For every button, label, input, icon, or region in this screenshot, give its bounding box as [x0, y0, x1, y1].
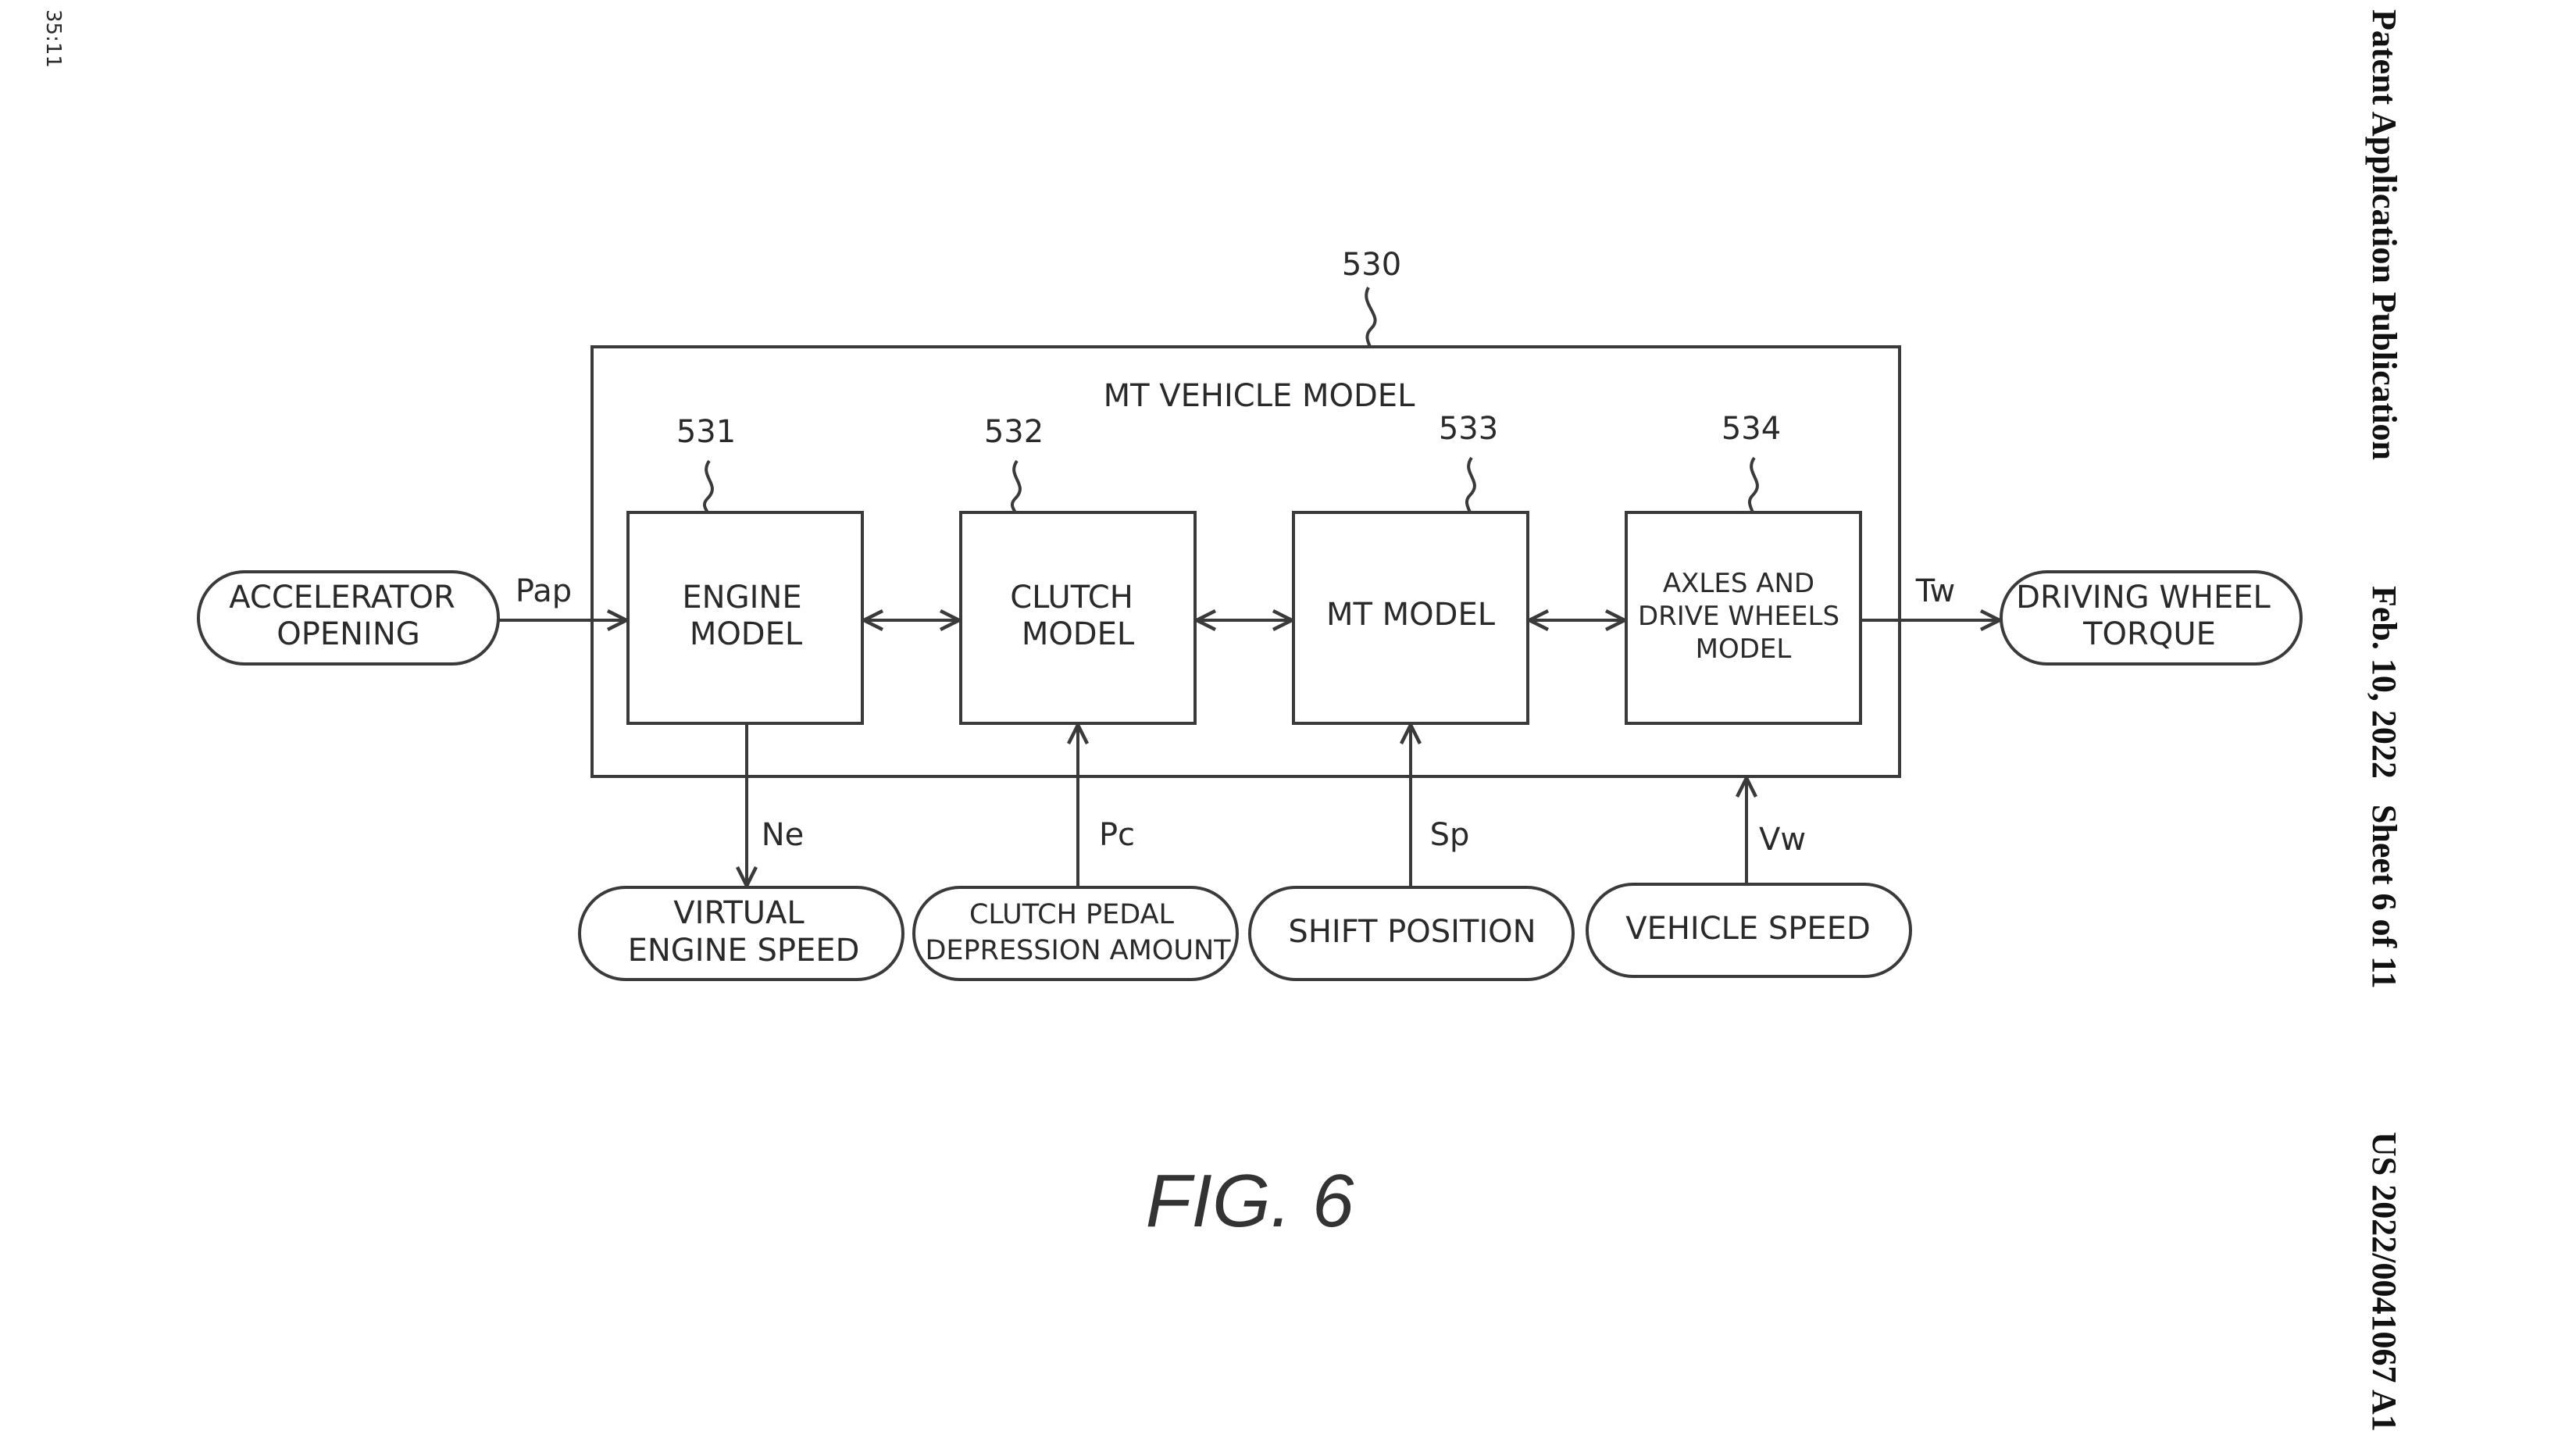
driving-wheel-line-2: TORQUE — [2082, 616, 2216, 652]
block-engine-model: ENGINE MODEL — [626, 511, 864, 725]
terminal-vehicle-speed — [1586, 883, 1912, 978]
side-stamp: 35:11 — [41, 9, 65, 68]
ref-534-leader — [1747, 456, 1759, 513]
accelerator-line-2: OPENING — [277, 616, 420, 652]
driving-wheel-line-1: DRIVING WHEEL — [2016, 580, 2271, 616]
block-clutch-model: CLUTCH MODEL — [959, 511, 1197, 725]
signal-vw: Vw — [1759, 822, 1806, 858]
ref-531-leader — [702, 459, 714, 513]
clutch-model-line-1: CLUTCH — [1010, 580, 1133, 616]
header-date-sheet: Feb. 10, 2022 Sheet 6 of 11 — [2365, 586, 2403, 989]
ref-532-leader — [1010, 459, 1022, 513]
ref-531: 531 — [676, 414, 736, 450]
engine-model-line-2: MODEL — [690, 616, 803, 652]
axles-model-line-3: MODEL — [1696, 633, 1792, 665]
virtual-engine-line-2: ENGINE SPEED — [628, 933, 860, 969]
ref-533: 533 — [1439, 411, 1498, 447]
block-axles-drive-wheels-model: AXLES AND DRIVE WHEELS MODEL — [1625, 511, 1862, 725]
signal-ne: Ne — [762, 817, 805, 853]
signal-tw: Tw — [1915, 573, 1956, 609]
ref-533-leader — [1465, 456, 1476, 513]
signal-pc: Pc — [1099, 817, 1135, 853]
ref-530-leader — [1365, 287, 1377, 348]
terminal-clutch-pedal-depression — [912, 886, 1239, 981]
accelerator-line-1: ACCELERATOR — [229, 580, 455, 616]
ref-532: 532 — [984, 414, 1044, 450]
ref-530: 530 — [1342, 247, 1401, 283]
clutch-pedal-line-2: DEPRESSION AMOUNT — [925, 935, 1231, 966]
terminal-driving-wheel-torque — [2000, 570, 2303, 666]
clutch-pedal-line-1: CLUTCH PEDAL — [969, 899, 1175, 930]
block-mt-model: MT MODEL — [1292, 511, 1529, 725]
mt-vehicle-model-title: MT VEHICLE MODEL — [1104, 378, 1415, 414]
virtual-engine-line-1: VIRTUAL — [673, 895, 805, 931]
shift-position-line-1: SHIFT POSITION — [1288, 914, 1536, 950]
figure-label: FIG. 6 — [1146, 1159, 1354, 1243]
ref-534: 534 — [1721, 411, 1781, 447]
signal-sp: Sp — [1430, 817, 1470, 853]
mt-model-line-1: MT MODEL — [1326, 597, 1496, 633]
vehicle-speed-line-1: VEHICLE SPEED — [1625, 911, 1871, 947]
clutch-model-line-2: MODEL — [1022, 616, 1135, 652]
header-publication: Patent Application Publication — [2365, 9, 2403, 460]
engine-model-line-1: ENGINE — [682, 580, 801, 616]
header-number: US 2022/0041067 A1 — [2365, 1132, 2403, 1432]
terminal-accelerator-opening — [197, 570, 500, 666]
signal-pap: Pap — [516, 573, 572, 609]
axles-model-line-1: AXLES AND — [1663, 568, 1814, 599]
axles-model-line-2: DRIVE WHEELS — [1638, 601, 1839, 632]
